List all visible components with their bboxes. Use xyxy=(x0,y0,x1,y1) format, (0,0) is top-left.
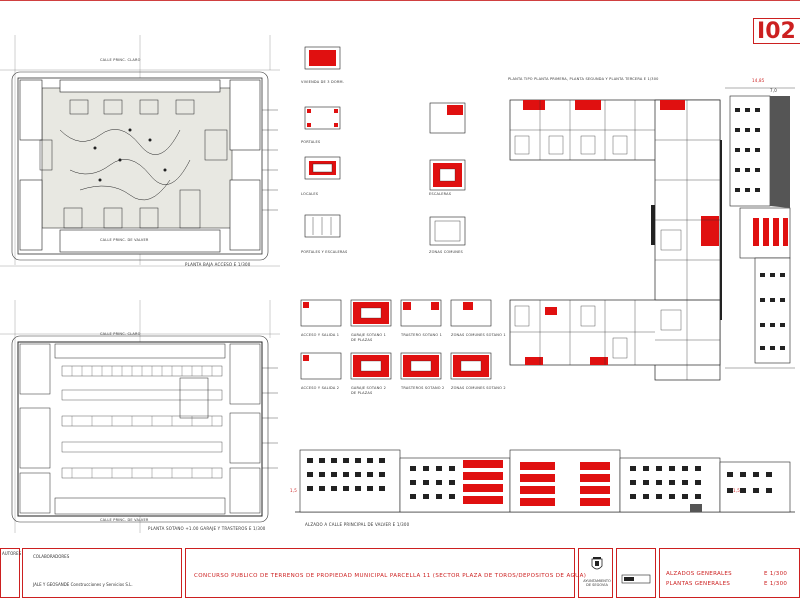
basement-street-bottom: CALLE PRINC. DE VALVER xyxy=(100,518,149,522)
typology-bottom-8-label: ZONAS COMUNES SOTANO 2 xyxy=(451,386,506,390)
basement-plan xyxy=(0,300,280,533)
tb-town-box: AYUNTAMIENTO DE SEGOVIA xyxy=(578,548,613,598)
tb-company: JALE Y GEOSANDE Construcciones y Servici… xyxy=(33,582,133,587)
tb-contest-title: CONCURSO PUBLICO DE TERRENOS DE PROPIEDA… xyxy=(194,573,587,579)
tb-scale-2: E 1/300 xyxy=(764,581,788,587)
typical-floor-caption: PLANTA TIPO PLANTA PRIMERA, PLANTA SEGUN… xyxy=(508,77,659,81)
elevation-level-right: 1,5 xyxy=(733,488,740,493)
typical-floor-plan xyxy=(509,99,722,381)
tb-authors-label: AUTORES xyxy=(2,551,22,556)
ground-street-top: CALLE PRINC. CLARO xyxy=(100,58,141,62)
street-elevation xyxy=(295,449,795,513)
parking-bays xyxy=(61,365,223,479)
typology-bottom-3-label: TRASTERO SOTANO 1 xyxy=(401,333,443,337)
typology-grid-top xyxy=(304,46,466,246)
typology-bottom-2-label2: DE PLAZAS xyxy=(351,338,373,342)
tb-town: AYUNTAMIENTO DE SEGOVIA xyxy=(583,579,611,587)
elevation-caption: ALZADO A CALLE PRINCIPAL DE VALVER E 1/3… xyxy=(305,522,410,527)
ground-street-bottom: CALLE PRINC. DE VALVER xyxy=(100,238,149,242)
basement-street-top: CALLE PRINC. CLARO xyxy=(100,332,141,336)
tb-sheet-title-box: ALZADOS GENERALES PLANTAS GENERALES E 1/… xyxy=(659,548,800,598)
typology-mid-3-label: ZONAS COMUNES xyxy=(429,250,463,254)
typology-bottom-2-label: GARAJE SOTANO 1 xyxy=(351,333,387,337)
sheet-number: I02 xyxy=(753,18,800,44)
tb-collab-box: COLABORADORES JALE Y GEOSANDE Construcci… xyxy=(22,548,182,598)
basement-caption: PLANTA SOTANO +1.00 GARAJE Y TRASTEROS E… xyxy=(148,526,266,531)
typology-bottom-7-label: TRASTEROS SOTANO 2 xyxy=(401,386,445,390)
typology-top-4-label: PORTALES Y ESCALERAS xyxy=(301,250,348,254)
typology-top-3-label: LOCALES xyxy=(301,192,319,196)
tb-authors-box: AUTORES xyxy=(0,548,22,598)
elevation-level-left: 1,5 xyxy=(290,488,297,493)
plaza xyxy=(41,87,233,229)
side-elevation xyxy=(725,87,795,369)
typology-top-2-label: PORTALES xyxy=(301,140,321,144)
ground-floor-plan xyxy=(0,35,280,267)
dim-right-label: 7,0 xyxy=(770,88,777,93)
tb-sheet-title-1: ALZADOS GENERALES xyxy=(666,571,732,577)
tb-scale-1: E 1/300 xyxy=(764,571,788,577)
typology-bottom-4-label: ZONAS COMUNES SOTANO 1 xyxy=(451,333,506,337)
title-block: AUTORES COLABORADORES JALE Y GEOSANDE Co… xyxy=(0,548,800,600)
tb-sheet-title-2: PLANTAS GENERALES xyxy=(666,581,731,587)
dim-top-label: 14,85 xyxy=(752,78,765,83)
typology-bottom-5-label: ACCESO Y SALIDA 2 xyxy=(301,386,340,390)
typology-top-1-label: VIVIENDA DE 3 DORM. xyxy=(301,80,344,84)
coat-of-arms-icon xyxy=(591,557,603,570)
typology-mid-2-label: ESCALERAS xyxy=(429,192,452,196)
ground-floor-caption: PLANTA BAJA ACCESO E 1/300 xyxy=(185,262,251,267)
typology-grid-bottom xyxy=(300,299,492,380)
block-outline xyxy=(11,71,269,261)
typology-bottom-1-label: ACCESO Y SALIDA 1 xyxy=(301,333,340,337)
tb-collab-label: COLABORADORES xyxy=(33,554,70,559)
tb-contest-box: CONCURSO PUBLICO DE TERRENOS DE PROPIEDA… xyxy=(185,548,586,598)
typology-bottom-6-label: GARAJE SOTANO 2 xyxy=(351,386,387,390)
firm-logo-icon xyxy=(621,574,651,584)
tb-logo-box xyxy=(616,548,656,598)
typology-bottom-6-label2: DE PLAZAS xyxy=(351,391,373,395)
